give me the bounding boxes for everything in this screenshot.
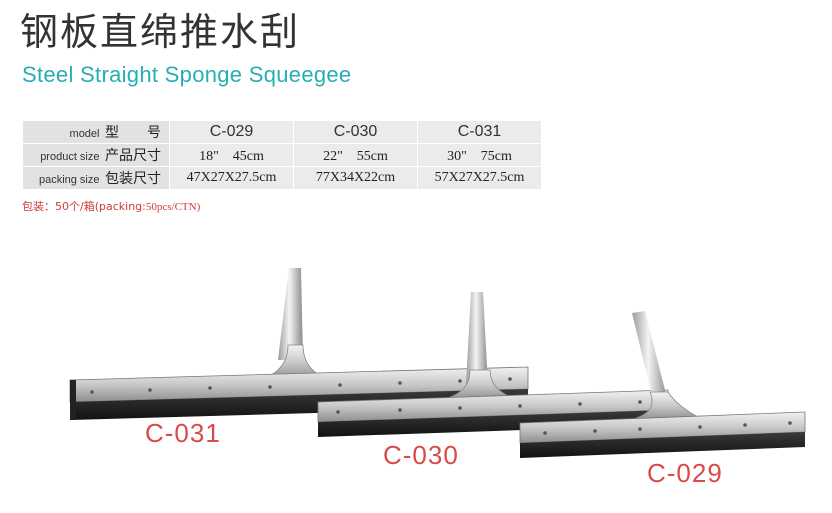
row-label-cn: 产品尺寸	[105, 148, 161, 164]
packing-note-value: 50pcs/CTN)	[145, 201, 201, 213]
spec-table: model 型 号 C-029 C-030 C-031 product size…	[22, 120, 542, 190]
packing-note-prefix: 包装：50个/箱(packing:	[22, 200, 146, 213]
label-c030: C-030	[383, 440, 459, 470]
label-c031: C-031	[145, 418, 221, 448]
squeegee-c029	[519, 311, 806, 458]
table-cell: 30" 75cm	[417, 143, 542, 167]
row-label-en: model	[69, 128, 100, 140]
table-row-model: model 型 号 C-029 C-030 C-031	[22, 120, 542, 144]
table-cell: C-029	[169, 120, 294, 144]
page-title-chinese: 钢板直绵推水刮	[20, 10, 301, 54]
squeegee-c030	[317, 292, 669, 437]
table-cell: C-031	[417, 120, 542, 144]
row-label: packing size 包装尺寸	[22, 166, 170, 190]
packing-note: 包装：50个/箱(packing:50pcs/CTN)	[22, 198, 200, 214]
table-cell: 47X27X27.5cm	[169, 166, 294, 190]
row-label-cn: 型 号	[105, 125, 161, 141]
label-c029: C-029	[647, 458, 723, 488]
row-label-cn: 包装尺寸	[105, 171, 161, 187]
table-row-packing-size: packing size 包装尺寸 47X27X27.5cm 77X34X22c…	[22, 166, 542, 190]
table-cell: 22" 55cm	[293, 143, 418, 167]
table-cell: 18" 45cm	[169, 143, 294, 167]
row-label: model 型 号	[22, 120, 170, 144]
table-cell: 77X34X22cm	[293, 166, 418, 190]
row-label-en: product size	[40, 151, 100, 163]
table-cell: C-030	[293, 120, 418, 144]
squeegee-c031	[69, 268, 529, 420]
page-title-english: Steel Straight Sponge Squeegee	[22, 62, 352, 87]
table-cell: 57X27X27.5cm	[417, 166, 542, 190]
row-label-en: packing size	[38, 174, 100, 186]
